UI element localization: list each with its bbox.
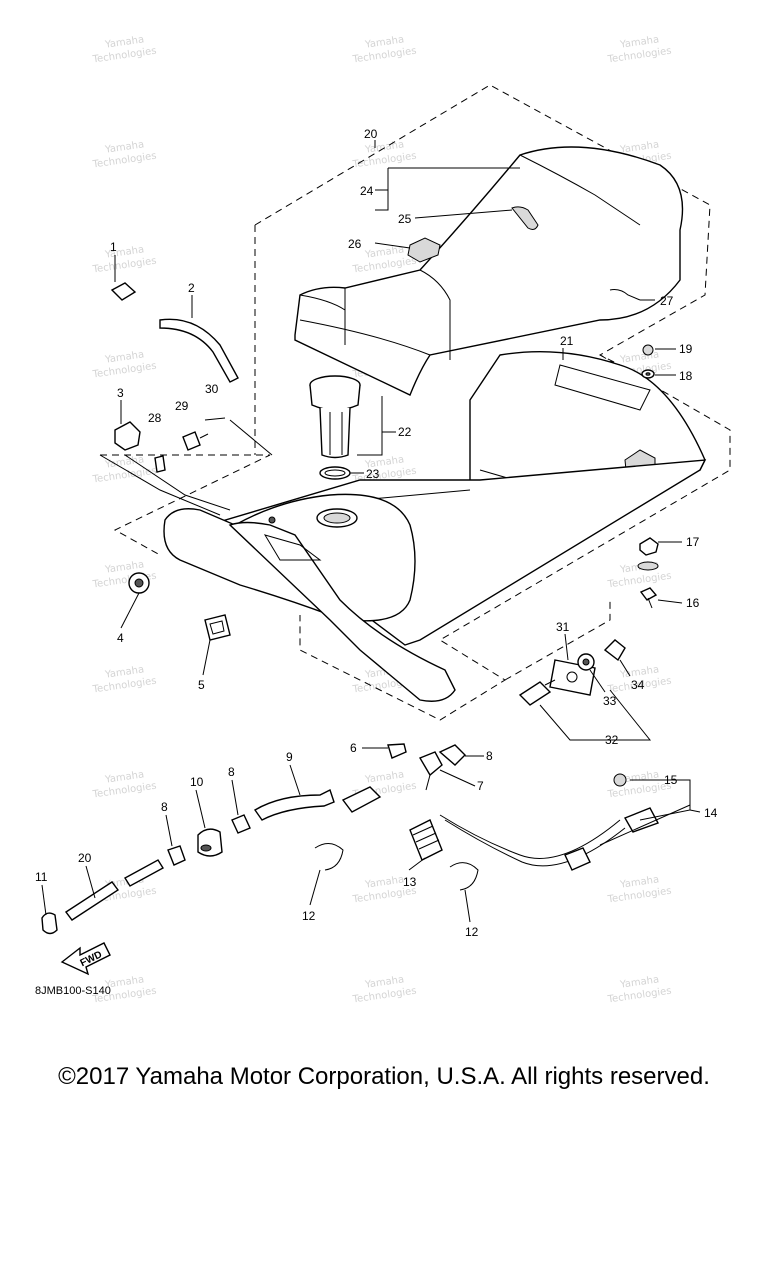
clamp-part-8b (167, 845, 186, 866)
washer-part-15 (613, 773, 627, 787)
fwd-arrow: FWD (60, 942, 111, 976)
watermark-text: Technologies (606, 46, 672, 66)
hose-part-20 (64, 859, 164, 921)
callout-4: 4 (117, 631, 124, 645)
callout-16: 16 (686, 596, 700, 610)
callout-8-mid: 8 (228, 765, 235, 779)
callout-25: 25 (398, 212, 412, 226)
part-callouts: 1 2 3 4 5 6 7 8 8 8 9 10 11 12 12 13 14 … (35, 127, 718, 939)
clamp-part-8a (231, 814, 251, 834)
callout-2: 2 (188, 281, 195, 295)
watermark-text: Technologies (606, 886, 672, 906)
nut-part-19 (642, 344, 654, 356)
leader-lines (41, 140, 701, 923)
watermark-text: Technologies (91, 256, 157, 276)
callout-8-left: 8 (161, 800, 168, 814)
seat-hook (609, 289, 641, 301)
callout-34: 34 (631, 678, 645, 692)
watermark-text: Technologies (351, 986, 417, 1006)
watermark-text: Technologies (91, 361, 157, 381)
callout-12-right: 12 (465, 925, 479, 939)
filter-part-10 (197, 828, 223, 857)
callout-17: 17 (686, 535, 700, 549)
callout-21: 21 (560, 334, 574, 348)
clip-part-12a (314, 843, 344, 871)
wire-harness (99, 419, 273, 516)
watermark-text: Technologies (91, 676, 157, 696)
callout-15: 15 (664, 773, 678, 787)
assembly-boundary-tank (100, 354, 731, 721)
callout-19: 19 (679, 342, 693, 356)
callout-26: 26 (348, 237, 362, 251)
assembly-boundary-seat (254, 84, 711, 455)
callout-28: 28 (148, 411, 162, 425)
watermark-text: Technologies (606, 571, 672, 591)
callout-14: 14 (704, 806, 718, 820)
callout-13: 13 (403, 875, 417, 889)
callout-18: 18 (679, 369, 693, 383)
callout-20-bottom: 20 (78, 851, 92, 865)
bolt-part-16 (639, 587, 658, 609)
nut-part-33 (577, 653, 595, 671)
fitting-part-32 (518, 679, 556, 706)
washer-part-18 (641, 369, 655, 379)
diagram-code: 8JMB100-S140 (35, 985, 111, 997)
callout-11: 11 (35, 870, 48, 884)
nut-part-17 (639, 537, 659, 556)
clamp-part-8-top (438, 744, 466, 766)
fitting-part-11 (41, 912, 58, 935)
watermark-text: Technologies (91, 781, 157, 801)
hose-part-2 (159, 318, 239, 383)
clip-part-1 (110, 282, 137, 301)
callout-7: 7 (477, 779, 484, 793)
callout-6: 6 (350, 741, 357, 755)
watermark-text: Technologies (91, 151, 157, 171)
petcock-part-7 (418, 751, 443, 791)
screw-part-34 (603, 639, 626, 662)
fuel-tank (163, 493, 456, 702)
parts-diagram: YamahaTechnologiesYamahaTechnologiesYama… (35, 34, 731, 1006)
callout-12-left: 12 (302, 909, 316, 923)
fwd-label: FWD (79, 949, 104, 969)
callout-24: 24 (360, 184, 374, 198)
connector-part-29 (182, 431, 209, 451)
callout-5: 5 (198, 678, 205, 692)
callout-30: 30 (205, 382, 219, 396)
callout-20-top: 20 (364, 127, 378, 141)
callout-1: 1 (110, 240, 117, 254)
callout-33: 33 (603, 694, 617, 708)
watermark-text: Technologies (91, 46, 157, 66)
callout-23: 23 (366, 467, 380, 481)
screw-part-30 (204, 417, 226, 421)
copyright-notice: ©2017 Yamaha Motor Corporation, U.S.A. A… (58, 1063, 710, 1090)
spring-part-13 (409, 819, 443, 861)
cap-part-3 (114, 421, 141, 451)
callout-22: 22 (398, 425, 412, 439)
callout-10: 10 (190, 775, 204, 789)
callout-9: 9 (286, 750, 293, 764)
fuel-pump-unit (309, 375, 361, 459)
seat-label-plate (407, 237, 441, 263)
clip-part-6 (387, 743, 407, 759)
hose-part-9 (253, 786, 382, 821)
watermark-text: Technologies (351, 46, 417, 66)
callout-29: 29 (175, 399, 189, 413)
plate-part-5 (204, 614, 231, 641)
callout-31: 31 (556, 620, 570, 634)
clip-part-12b (449, 862, 479, 891)
seat-strap (511, 206, 539, 230)
callout-27: 27 (660, 294, 674, 308)
tank-vent-hole (268, 516, 276, 524)
callout-8-top: 8 (486, 749, 493, 763)
washer-part-17b (637, 561, 659, 571)
callout-3: 3 (117, 386, 124, 400)
watermark-text: Technologies (606, 986, 672, 1006)
o-ring (319, 466, 351, 480)
seat-assembly (294, 146, 684, 396)
callout-32: 32 (605, 733, 619, 747)
grommet-part-4 (128, 572, 150, 594)
bracket-part-28 (154, 455, 166, 473)
cable-part-14 (439, 807, 659, 871)
